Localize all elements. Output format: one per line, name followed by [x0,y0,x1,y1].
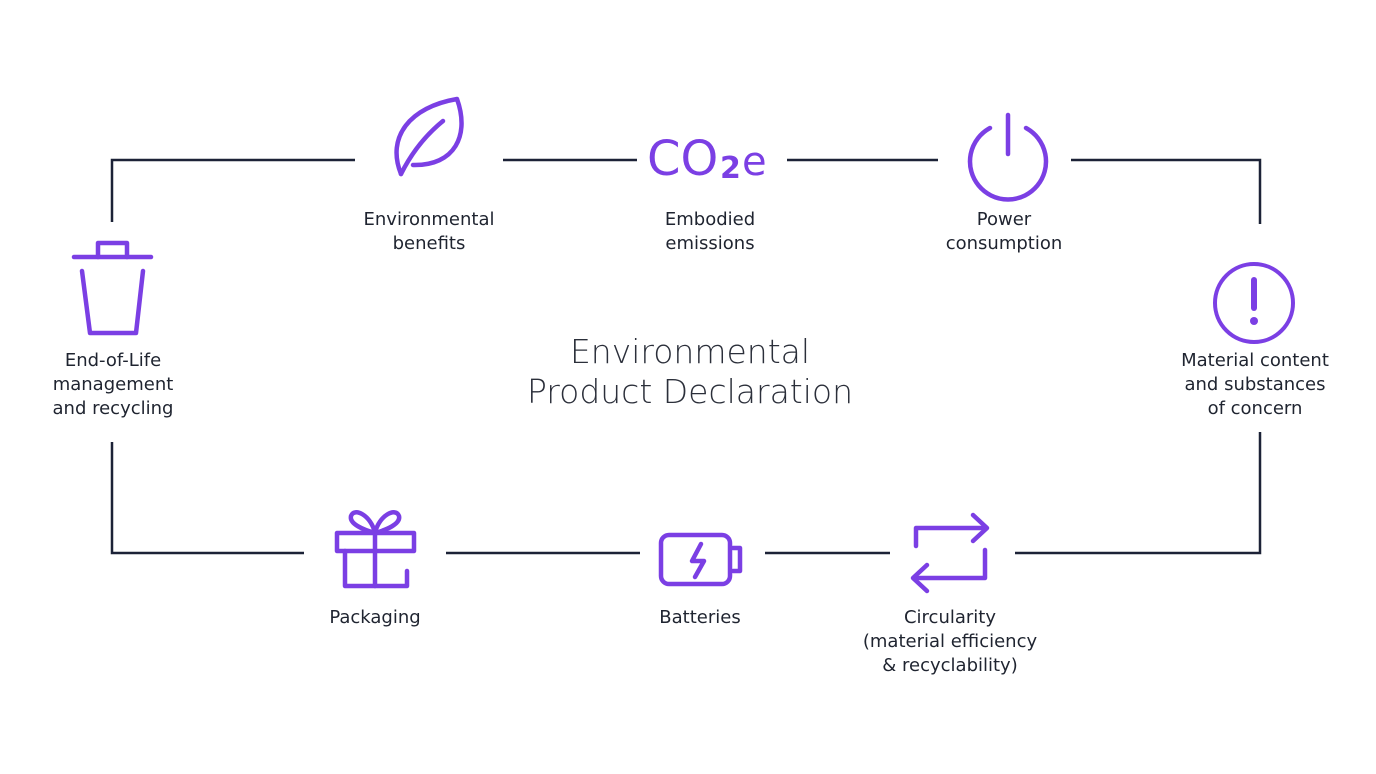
co2e-icon-co: CO [647,131,718,187]
battery-icon [658,532,743,587]
label-environmental-benefits: Environmental benefits [339,208,519,256]
gift-icon [334,510,417,589]
label-line: Power [976,209,1032,230]
co2e-icon: CO 2 e [647,131,767,187]
diagram-title: Environmental Product Declaration [480,332,900,412]
connector-eol-to-benefits [110,158,355,222]
connector-packaging-to-eol [110,442,304,555]
trash-icon [71,240,154,336]
label-line: Circularity [903,607,997,628]
label-line: Packaging [329,607,421,628]
connector-power-to-material [1071,158,1262,224]
leaf-icon [394,96,464,177]
label-line: and substances [1184,374,1326,395]
label-line: (material efficiency [862,631,1038,652]
co2e-icon-subscript: 2 [720,151,741,186]
label-material-content: Material content and substances of conce… [1160,349,1350,421]
connector-material-to-circularity [1015,432,1262,555]
label-line: of concern [1207,398,1303,419]
cycle-connectors [110,158,1262,555]
label-line: emissions [665,233,755,254]
label-end-of-life: End-of-Life management and recycling [28,349,198,421]
label-line: management [52,374,174,395]
label-packaging: Packaging [295,606,455,630]
label-line: Environmental [363,209,495,230]
label-line: Material content [1181,350,1329,371]
label-embodied-emissions: Embodied emissions [620,208,800,256]
label-line: Embodied [664,209,756,230]
label-power-consumption: Power consumption [914,208,1094,256]
co2e-icon-e: e [742,139,767,185]
label-line: & recyclability) [882,655,1018,676]
label-line: Batteries [659,607,741,628]
label-line: and recycling [52,398,174,419]
swap-arrows-icon [910,512,990,594]
title-line: Product Declaration [526,372,854,411]
label-line: End-of-Life [64,350,162,371]
label-circularity: Circularity (material efficiency & recyc… [845,606,1055,678]
label-batteries: Batteries [620,606,780,630]
title-line: Environmental [569,332,811,371]
exclamation-circle-icon [1213,262,1295,344]
label-line: benefits [392,233,466,254]
power-icon [967,112,1049,202]
label-line: consumption [945,233,1063,254]
